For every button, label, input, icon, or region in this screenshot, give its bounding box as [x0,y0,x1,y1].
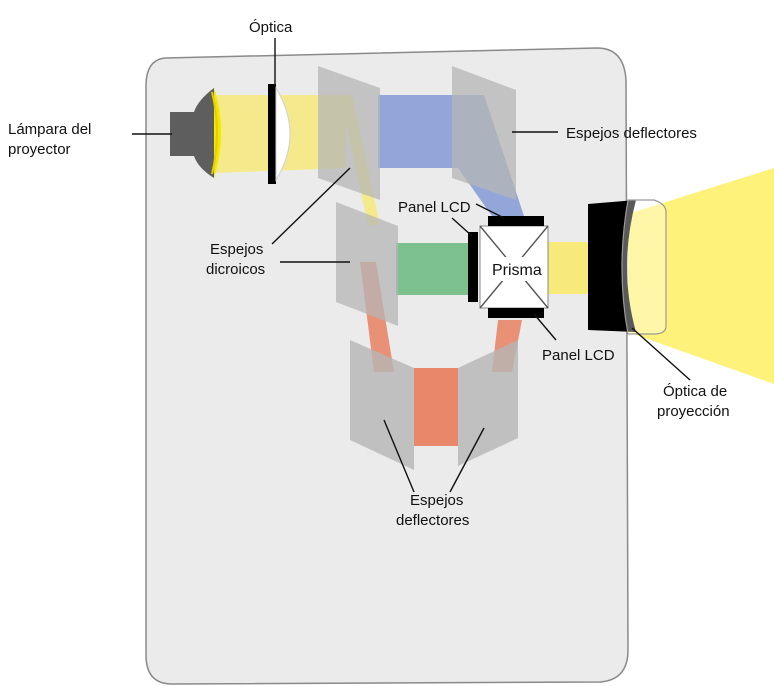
label-optica-proyeccion-line2: proyección [657,403,730,420]
label-panel-lcd-bottom: Panel LCD [542,347,615,364]
label-espejos-dicroicos-line2: dicroicos [206,261,265,278]
prism-output-beam [548,242,590,294]
deflector-mirror-bottom-right [458,340,518,466]
label-lampara-line2: proyector [8,141,71,158]
deflector-mirror-top [452,66,516,200]
condenser-lens-icon [268,84,291,184]
prism-icon [468,216,549,318]
label-lampara-line1: Lámpara del [8,121,91,138]
lamp-icon [170,88,221,178]
label-optica: Óptica [249,19,293,36]
green-beam [396,243,470,295]
leader-optica-proyeccion [631,327,691,381]
leader-deflectores-bottom-right [449,427,485,493]
deflector-mirror-bottom-left [350,340,414,470]
leader-panel-lcd-top-2 [451,217,473,237]
dichroic-mirror-top [318,66,380,200]
leader-dicroicos-1 [271,167,351,245]
label-panel-lcd-top: Panel LCD [398,199,471,216]
leader-panel-lcd-bottom [533,313,557,341]
label-espejos-deflectores-top: Espejos deflectores [566,125,697,142]
red-beam-horizontal [414,368,458,446]
label-espejos-deflectores-bottom-line2: deflectores [396,512,469,529]
leader-deflectores-bottom-left [383,419,415,493]
label-optica-proyeccion-line1: Óptica de [663,383,727,400]
label-espejos-dicroicos-line1: Espejos [210,241,263,258]
label-espejos-deflectores-bottom-line1: Espejos [410,492,463,509]
projection-lens-icon [588,199,667,335]
label-prisma: Prisma [492,262,542,279]
leader-panel-lcd-top [475,203,505,219]
dichroic-mirror-middle [336,202,398,326]
